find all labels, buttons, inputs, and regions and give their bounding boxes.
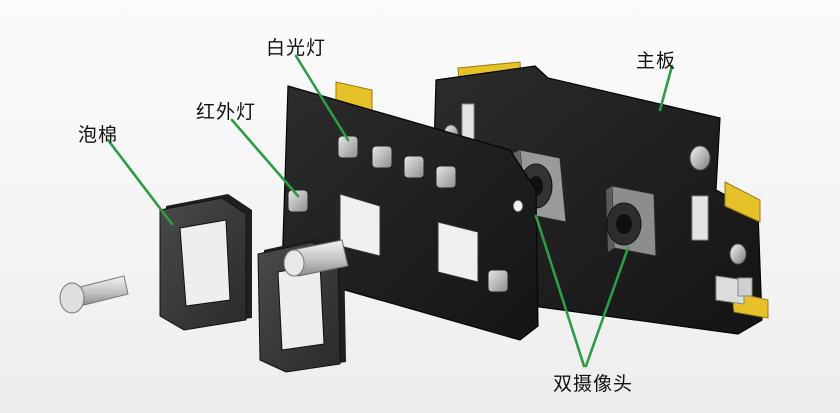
- screw: [59, 275, 129, 314]
- white-led-array: [337, 135, 457, 189]
- camera-module-2: [606, 185, 657, 257]
- white-led: [337, 135, 359, 159]
- leader-line-foam: [106, 138, 174, 226]
- leader-lines: [106, 54, 674, 368]
- mount-hole: [512, 199, 524, 213]
- lens-foam-gasket: [257, 238, 349, 373]
- standoff: [729, 243, 747, 265]
- main-board-connector-right: [724, 181, 761, 223]
- standoff: [689, 145, 711, 171]
- label-ir-led: 红外灯: [196, 101, 257, 123]
- white-led: [371, 145, 393, 169]
- led-board-window-left: [339, 193, 381, 257]
- leader-line-board: [658, 64, 674, 112]
- ir-led: [487, 269, 509, 293]
- white-led: [403, 155, 425, 179]
- leader-line-ir: [230, 118, 300, 198]
- leader-line-camera-1: [534, 214, 586, 368]
- label-foam: 泡棉: [78, 124, 119, 146]
- leader-line-camera-2: [584, 246, 630, 368]
- label-main-board: 主板: [636, 50, 677, 72]
- lens-tube: [283, 239, 349, 277]
- component: [737, 277, 753, 297]
- component: [691, 195, 709, 241]
- foam-gasket: [159, 194, 252, 331]
- led-board: [281, 81, 539, 341]
- white-led: [435, 165, 457, 189]
- label-white-led: 白光灯: [266, 37, 327, 59]
- label-dual-camera: 双摄像头: [553, 373, 634, 395]
- ir-led: [287, 189, 309, 213]
- leader-line-white: [294, 54, 350, 142]
- component: [715, 275, 745, 305]
- led-board-window-right: [437, 221, 479, 283]
